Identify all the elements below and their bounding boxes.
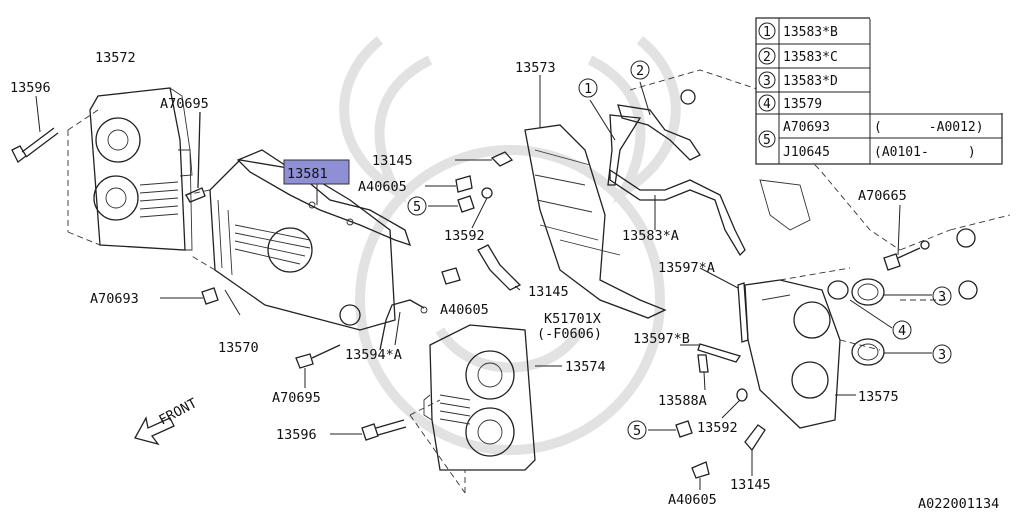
bolt-13588a[interactable] (697, 354, 709, 373)
label-13596-top: 13596 (10, 80, 51, 96)
label-13596-bottom: 13596 (276, 427, 317, 443)
svg-text:13583*D: 13583*D (783, 74, 838, 89)
center-cover-13573[interactable] (524, 124, 667, 319)
svg-text:2: 2 (636, 63, 644, 79)
svg-text:(A0101- ): (A0101- ) (874, 145, 976, 160)
bolt-a40605-top[interactable] (455, 175, 473, 193)
svg-text:13579: 13579 (783, 97, 822, 112)
callout-5-mid: 5 (407, 196, 427, 216)
legend-row-5: 5 A70693 ( -A0012) J10645 (A0101- ) (758, 120, 984, 160)
bolt-a70695-bottom[interactable] (295, 344, 341, 369)
label-13145-top: 13145 (372, 153, 413, 169)
label-13592-bottom: 13592 (697, 420, 738, 436)
label-13570: 13570 (218, 340, 259, 356)
plate-13597b[interactable] (697, 343, 742, 363)
bolt-a70693[interactable] (201, 287, 219, 305)
callout-4: 4 (892, 320, 912, 340)
callout-5-bottom: 5 (627, 420, 647, 440)
legend-row-2: 2 13583*C (758, 47, 838, 65)
label-13597a: 13597*A (658, 260, 715, 276)
washer-13592-bottom[interactable] (736, 388, 748, 402)
label-a40605-top: A40605 (358, 179, 407, 195)
front-arrow-icon (134, 416, 175, 446)
rear-cover-13575[interactable] (744, 279, 841, 429)
label-13572: 13572 (95, 50, 136, 66)
svg-text:1: 1 (584, 81, 592, 97)
svg-text:5: 5 (763, 133, 771, 148)
label-a40605-bottom: A40605 (668, 492, 717, 508)
svg-text:4: 4 (898, 323, 906, 339)
callout-1: 1 (578, 78, 598, 98)
callout-3-upper: 3 (932, 286, 952, 306)
label-13592-mid: 13592 (444, 228, 485, 244)
clip-13145-bottom[interactable] (744, 424, 766, 452)
inner-cover-13570[interactable] (209, 159, 396, 331)
lower-cover-13574[interactable] (423, 324, 536, 471)
label-a70665: A70665 (858, 188, 907, 204)
legend-row-3: 3 13583*D (758, 71, 838, 89)
legend-row-1: 1 13583*B (758, 22, 838, 40)
label-13588a: 13588A (658, 393, 707, 409)
label-13581: 13581 (287, 166, 328, 182)
label-13575: 13575 (858, 389, 899, 405)
svg-text:4: 4 (763, 97, 771, 112)
legend-row-4: 4 13579 (758, 94, 822, 112)
label-a70695-bottom: A70695 (272, 390, 321, 406)
label-13597b: 13597*B (633, 331, 690, 347)
label-13574: 13574 (565, 359, 606, 375)
hose-13145-mid[interactable] (441, 244, 522, 291)
svg-text:A70693: A70693 (783, 120, 830, 135)
diagram-id: A022001134 (918, 496, 999, 512)
bolt-a40605-bottom[interactable] (691, 461, 710, 479)
bolt-5-mid[interactable] (457, 195, 475, 213)
svg-text:3: 3 (763, 74, 771, 89)
svg-text:3: 3 (938, 347, 946, 363)
svg-text:1: 1 (763, 25, 771, 40)
callout-2: 2 (630, 60, 650, 80)
svg-text:5: 5 (413, 199, 421, 215)
gasket-13583c[interactable] (617, 104, 701, 161)
label-13594a: 13594*A (345, 347, 402, 363)
svg-text:J10645: J10645 (783, 145, 830, 160)
svg-text:3: 3 (938, 289, 946, 305)
svg-text:( -A0012): ( -A0012) (874, 120, 984, 135)
label-front: FRONT (156, 395, 199, 428)
label-13573: 13573 (515, 60, 556, 76)
bolt-a70695-top[interactable] (185, 111, 206, 203)
plate-13597a[interactable] (737, 282, 749, 343)
label-13145-bottom: 13145 (730, 477, 771, 493)
label-13145-mid: 13145 (528, 284, 569, 300)
clip-13145-top[interactable] (490, 151, 514, 167)
oil-seal-13583d-b[interactable] (851, 338, 885, 366)
cam-sprockets-right (899, 214, 1011, 301)
gasket-13583b[interactable] (607, 114, 642, 186)
label-a70693: A70693 (90, 291, 139, 307)
label-k51701x: K51701X (544, 311, 601, 327)
svg-text:13583*C: 13583*C (783, 50, 838, 65)
label-f0606: (-F0606) (537, 326, 602, 342)
bolt-a70665[interactable] (883, 240, 930, 271)
upper-cover-13572[interactable] (89, 87, 193, 251)
bolt-5-bottom[interactable] (675, 420, 693, 438)
callout-3-lower: 3 (932, 344, 952, 364)
oil-seal-13583d-a[interactable] (851, 278, 885, 306)
washer-13592-mid[interactable] (481, 187, 493, 199)
svg-text:5: 5 (633, 423, 641, 439)
oil-seal-13579[interactable] (827, 280, 849, 300)
label-a70695-top: A70695 (160, 96, 209, 112)
label-a40605-mid: A40605 (440, 302, 489, 318)
svg-text:2: 2 (763, 50, 771, 65)
watermark-emblem (339, 36, 681, 455)
gasket-13583a[interactable] (609, 168, 746, 257)
bolt-13596-top[interactable] (11, 127, 59, 163)
clip-13594a[interactable] (379, 299, 428, 351)
label-13583a: 13583*A (622, 228, 679, 244)
svg-text:13583*B: 13583*B (783, 25, 838, 40)
highlight-13581[interactable] (283, 159, 350, 185)
bolt-13596-bottom[interactable] (361, 419, 407, 441)
